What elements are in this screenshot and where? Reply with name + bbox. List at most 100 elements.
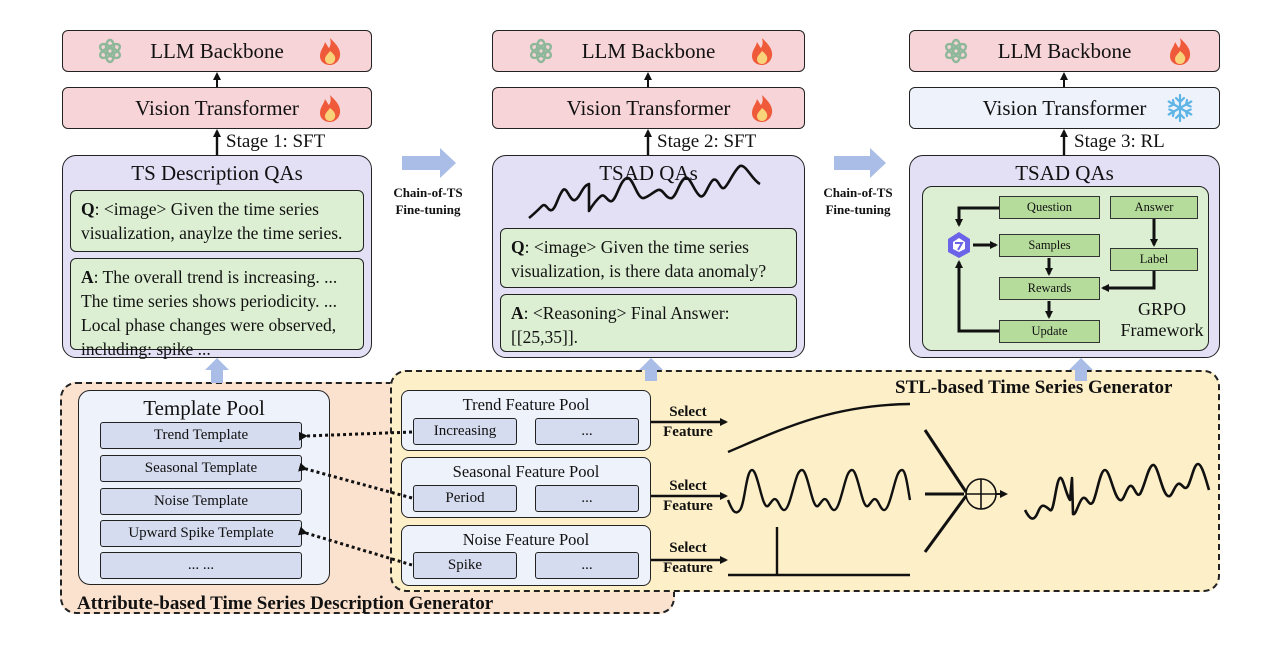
select-text: Select bbox=[669, 404, 707, 420]
update-to-policy-arrow bbox=[955, 260, 999, 333]
seasonal-feature-period: Period bbox=[413, 485, 517, 512]
trend-template-link bbox=[298, 430, 413, 441]
pool-title: Noise Feature Pool bbox=[462, 530, 590, 549]
trend-curve bbox=[727, 402, 911, 454]
stage3-llm-backbone: LLM Backbone bbox=[909, 30, 1220, 72]
transition-line2: Fine-tuning bbox=[395, 202, 461, 217]
grpo-update-box: Update bbox=[999, 320, 1100, 343]
template-item-upward-spike: Upward Spike Template bbox=[100, 520, 302, 547]
circle-plus-icon bbox=[965, 478, 997, 510]
openai-logo-icon bbox=[943, 38, 969, 64]
answer-prefix: A bbox=[511, 303, 524, 323]
seasonal-curve bbox=[726, 468, 912, 514]
combine-noise-arrow bbox=[923, 495, 968, 553]
grpo-samples-box: Samples bbox=[999, 234, 1100, 257]
grpo-framework-line1: GRPO bbox=[1137, 299, 1186, 319]
seasonal-template-link bbox=[298, 462, 413, 500]
template-item-trend: Trend Template bbox=[100, 422, 302, 449]
transition-line2: Fine-tuning bbox=[825, 202, 891, 217]
stl-generator-label: STL-based Time Series Generator bbox=[895, 377, 1173, 398]
vision-transformer-label: Vision Transformer bbox=[982, 95, 1147, 120]
transition2-label: Chain-of-TS Fine-tuning bbox=[808, 184, 908, 218]
transition-line1: Chain-of-TS bbox=[393, 185, 463, 200]
template-item-noise: Noise Template bbox=[100, 488, 302, 515]
answer-text: : The overall trend is increasing. ... T… bbox=[81, 267, 338, 359]
openai-logo-icon bbox=[528, 38, 554, 64]
template-pool-title: Template Pool bbox=[143, 396, 265, 420]
stage2-qa-panel: TSAD QAs Q: <image> Given the time serie… bbox=[492, 155, 805, 358]
stage3-label: Stage 3: RL bbox=[1074, 131, 1165, 152]
question-prefix: Q bbox=[81, 199, 95, 219]
template-item-seasonal: Seasonal Template bbox=[100, 455, 302, 482]
anomaly-series-sketch bbox=[528, 164, 761, 220]
select-feature-trend: Select Feature bbox=[655, 402, 721, 442]
stage-transition-arrow bbox=[402, 148, 456, 178]
stage-transition-arrow bbox=[834, 148, 886, 178]
openai-logo-icon bbox=[97, 38, 123, 64]
vision-transformer-label: Vision Transformer bbox=[566, 95, 731, 120]
vision-transformer-label: Vision Transformer bbox=[135, 95, 299, 120]
generator-to-stage3-arrow bbox=[1069, 358, 1093, 381]
question-text: : <image> Given the time series visualiz… bbox=[511, 237, 767, 281]
template-item-more: ... ... bbox=[100, 552, 302, 579]
answer-box: A: The overall trend is increasing. ... … bbox=[70, 258, 364, 359]
select-text: Select bbox=[669, 478, 707, 494]
grpo-label-box: Label bbox=[1110, 248, 1198, 271]
answer-prefix: A bbox=[81, 267, 94, 287]
stage1-qa-panel: TS Description QAs Q: <image> Given the … bbox=[62, 155, 372, 359]
stage1-vision-transformer: Vision Transformer bbox=[62, 87, 372, 129]
question-box: Q: <image> Given the time series visuali… bbox=[70, 190, 364, 252]
noise-feature-spike: Spike bbox=[413, 552, 517, 579]
stage2-vision-transformer: Vision Transformer bbox=[492, 87, 805, 129]
grpo-question-box: Question bbox=[999, 196, 1100, 219]
trend-feature-more: ... bbox=[535, 418, 639, 445]
trend-feature-increasing: Increasing bbox=[413, 418, 517, 445]
grpo-rewards-box: Rewards bbox=[999, 277, 1100, 300]
question-text: : <image> Given the time series visualiz… bbox=[81, 199, 343, 243]
feature-text: Feature bbox=[663, 560, 713, 576]
generator-to-stage2-arrow bbox=[639, 358, 663, 381]
fire-icon bbox=[752, 95, 773, 122]
seasonal-feature-more: ... bbox=[535, 485, 639, 512]
attribute-generator-label: Attribute-based Time Series Description … bbox=[77, 593, 494, 614]
stage2-label: Stage 2: SFT bbox=[657, 131, 757, 152]
fire-icon bbox=[752, 38, 773, 65]
grpo-framework-line2: Framework bbox=[1120, 320, 1204, 340]
qa-title: TSAD QAs bbox=[1015, 161, 1114, 185]
question-prefix: Q bbox=[511, 237, 525, 257]
answer-text: : <Reasoning> Final Answer: [[25,35]]. bbox=[511, 303, 730, 347]
answer-box: A: <Reasoning> Final Answer: [[25,35]]. bbox=[500, 294, 797, 352]
fire-icon bbox=[1170, 38, 1191, 65]
combine-trend-arrow bbox=[923, 429, 968, 493]
noise-feature-more: ... bbox=[535, 552, 639, 579]
pool-title: Seasonal Feature Pool bbox=[452, 462, 600, 481]
stage3-vision-transformer: Vision Transformer bbox=[909, 87, 1220, 129]
feature-text: Feature bbox=[663, 498, 713, 514]
fire-icon bbox=[320, 95, 341, 122]
transition-line1: Chain-of-TS bbox=[823, 185, 893, 200]
grpo-framework-label: GRPO Framework bbox=[1112, 299, 1212, 341]
feature-text: Feature bbox=[663, 424, 713, 440]
noise-spike-line bbox=[728, 527, 910, 577]
snowflake-icon bbox=[1167, 93, 1193, 123]
combined-series-curve bbox=[1023, 462, 1211, 520]
label-to-rewards-arrow bbox=[1101, 271, 1156, 292]
llm-backbone-label: LLM Backbone bbox=[581, 38, 716, 63]
generator-to-stage1-arrow bbox=[205, 358, 229, 383]
noise-template-link bbox=[297, 526, 413, 567]
question-box: Q: <image> Given the time series visuali… bbox=[500, 228, 797, 288]
pool-title: Trend Feature Pool bbox=[462, 395, 590, 414]
select-feature-seasonal: Select Feature bbox=[655, 476, 721, 516]
question-to-policy-arrow bbox=[955, 206, 999, 227]
select-text: Select bbox=[669, 540, 707, 556]
transition1-label: Chain-of-TS Fine-tuning bbox=[378, 184, 478, 218]
stage1-label: Stage 1: SFT bbox=[226, 131, 326, 152]
select-feature-noise: Select Feature bbox=[655, 538, 721, 578]
qa-title: TS Description QAs bbox=[131, 161, 303, 185]
llm-backbone-label: LLM Backbone bbox=[997, 38, 1132, 63]
llm-backbone-label: LLM Backbone bbox=[150, 38, 284, 63]
qwen-logo-icon bbox=[948, 232, 970, 258]
fire-icon bbox=[320, 38, 341, 65]
grpo-answer-box: Answer bbox=[1110, 196, 1198, 219]
